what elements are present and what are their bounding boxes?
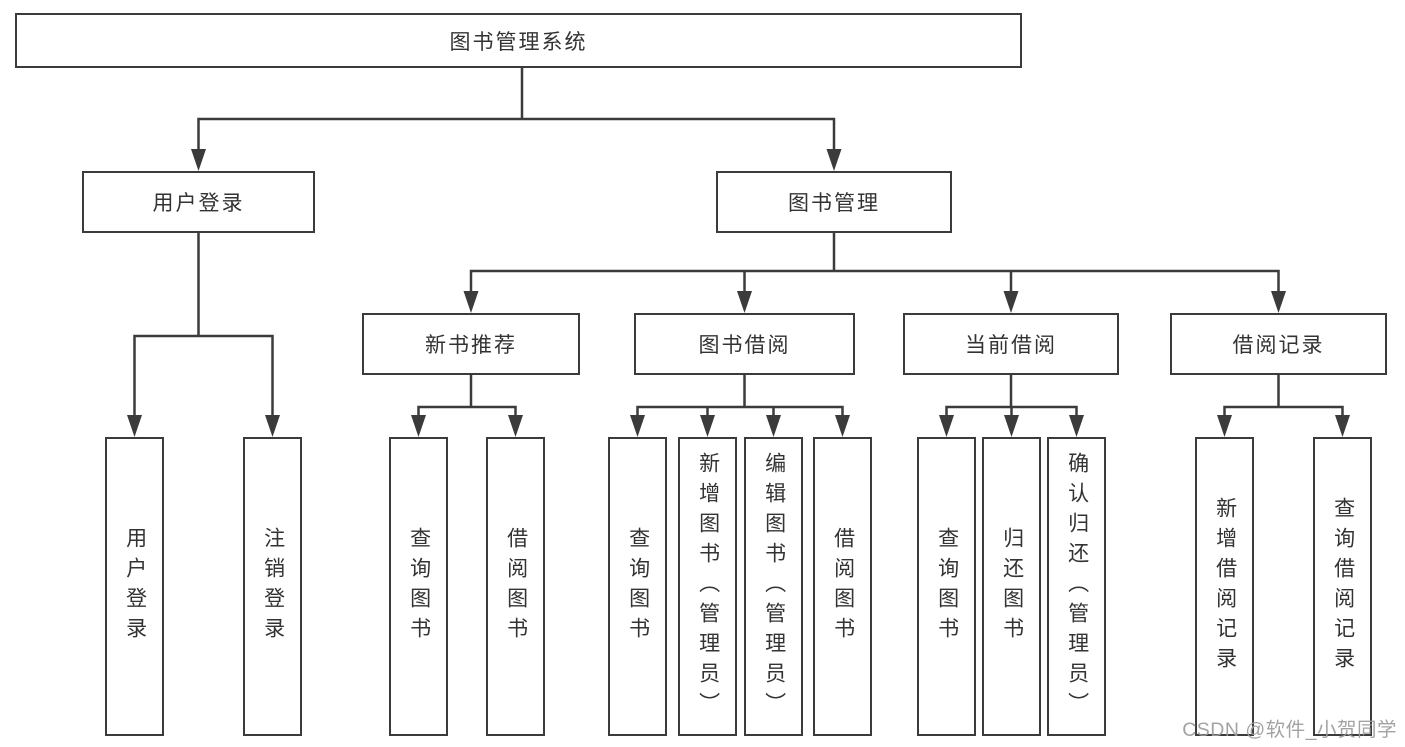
connector-current-borrow-to-leaves	[945, 375, 1078, 421]
connector-new-book-to-leaves	[417, 375, 517, 421]
leaf-query-book-borrow-label: 查询图书	[626, 526, 650, 647]
node-borrow-record: 借阅记录	[1170, 313, 1387, 375]
connector-book-borrow-to-leaves	[636, 375, 844, 421]
connector-borrow-record-to-leaves	[1223, 375, 1344, 421]
leaf-borrow-book-recommend: 借阅图书	[486, 437, 545, 736]
leaf-confirm-return-admin: 确认归还（管理员）	[1047, 437, 1106, 736]
leaf-user-login-label: 用户登录	[123, 526, 147, 647]
csdn-watermark: CSDN @软件_小贺同学	[1182, 719, 1397, 741]
leaf-query-borrow-record-label: 查询借阅记录	[1331, 496, 1355, 677]
node-library-management-system: 图书管理系统	[15, 13, 1022, 68]
node-book-borrow: 图书借阅	[634, 313, 855, 375]
node-book-management: 图书管理	[716, 171, 952, 233]
leaf-add-book-admin-label: 新增图书（管理员）	[696, 451, 720, 722]
leaf-add-book-admin: 新增图书（管理员）	[678, 437, 737, 736]
connector-book-mgmt-to-level3	[469, 233, 1280, 297]
leaf-borrow-book: 借阅图书	[813, 437, 872, 736]
leaf-query-book-recommend: 查询图书	[389, 437, 448, 736]
leaf-user-login: 用户登录	[105, 437, 164, 736]
node-user-login: 用户登录	[82, 171, 315, 233]
leaf-logout-label: 注销登录	[261, 526, 285, 647]
leaf-borrow-book-recommend-label: 借阅图书	[504, 526, 528, 647]
leaf-return-book-label: 归还图书	[1000, 526, 1024, 647]
leaf-query-book-current-label: 查询图书	[935, 526, 959, 647]
leaf-query-book-current: 查询图书	[917, 437, 976, 736]
leaf-borrow-book-label: 借阅图书	[831, 526, 855, 647]
connector-user-login-to-leaves	[133, 233, 274, 421]
leaf-edit-book-admin: 编辑图书（管理员）	[744, 437, 803, 736]
leaf-add-borrow-record-label: 新增借阅记录	[1213, 496, 1237, 677]
connector-root-to-level2	[197, 68, 836, 155]
leaf-edit-book-admin-label: 编辑图书（管理员）	[762, 451, 786, 722]
leaf-query-borrow-record: 查询借阅记录	[1313, 437, 1372, 736]
leaf-confirm-return-admin-label: 确认归还（管理员）	[1065, 451, 1089, 722]
leaf-query-book-recommend-label: 查询图书	[407, 526, 431, 647]
leaf-logout: 注销登录	[243, 437, 302, 736]
leaf-add-borrow-record: 新增借阅记录	[1195, 437, 1254, 736]
leaf-query-book-borrow: 查询图书	[608, 437, 667, 736]
node-current-borrow: 当前借阅	[903, 313, 1119, 375]
leaf-return-book: 归还图书	[982, 437, 1041, 736]
node-new-book-recommend: 新书推荐	[362, 313, 580, 375]
